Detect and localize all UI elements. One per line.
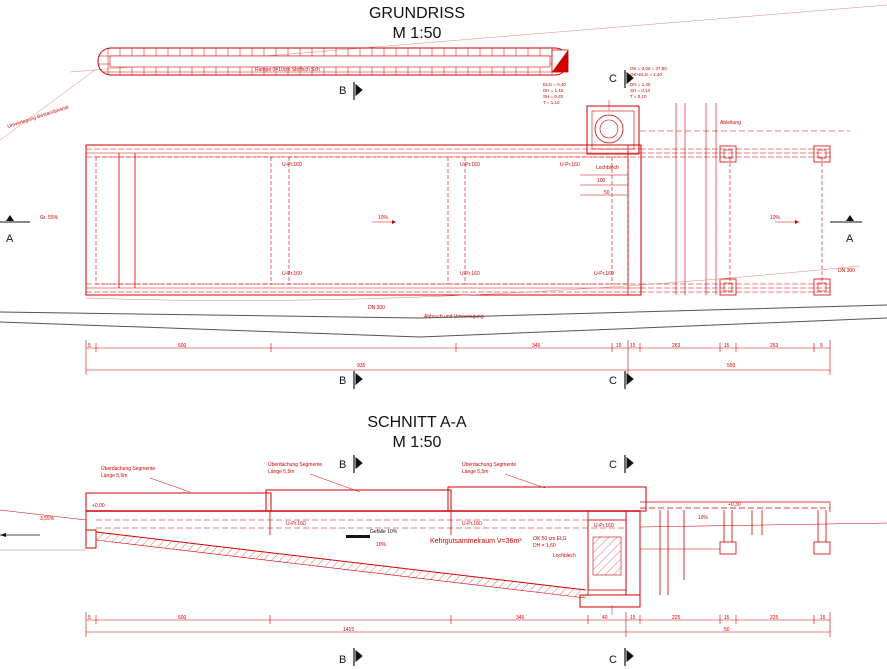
plan-dimensions <box>85 340 831 375</box>
u-label-3: U-Pr.160 <box>560 162 580 168</box>
ramp-element: Rampe 0=10cm Stoffsch Sch <box>97 47 569 76</box>
section-title: SCHNITT A-A <box>367 414 467 431</box>
annot-c1: OK 50 cm ELG <box>533 536 567 542</box>
ableitung-label: Ableitung <box>720 120 741 126</box>
cut-c-bottom: C <box>609 375 617 387</box>
gefaelle-marker <box>346 535 370 538</box>
cover-2a: Überdachung Segmente <box>268 461 322 468</box>
plan-dim-9: 5 <box>820 343 823 349</box>
plan-dim-total-right: 550 <box>727 363 736 369</box>
section-dim-10: 15 <box>820 615 826 621</box>
slope-10-label: 10% <box>376 542 387 548</box>
cut-b-top: B <box>339 85 346 97</box>
cover-1a: Überdachung Segmente <box>101 465 155 472</box>
section-u-1: U-Pr.160 <box>286 521 306 527</box>
roof-segments <box>85 486 831 512</box>
plan-view: Umverlegung Bestandskanal Rampe 0=10cm S… <box>0 4 887 389</box>
section-slope-right: 10% <box>698 515 709 521</box>
ok-right: +0,30 <box>728 502 741 508</box>
plan-right-extension <box>640 103 850 296</box>
gefaelle-label: Gefälle 10% <box>370 529 398 535</box>
ok-left: +0,00 <box>92 503 105 509</box>
umverlegung-label: Umverlegung Bestandskanal <box>7 104 70 129</box>
section-cut-c-top: C <box>609 459 617 471</box>
u-label-1: U-Pr.160 <box>460 162 480 168</box>
annot-right-5: T = 0,10 <box>630 94 647 99</box>
plan-dim-7: 15 <box>724 343 730 349</box>
annot-c2: DH = 1,60 <box>533 543 556 549</box>
plan-dim-8: 263 <box>770 343 779 349</box>
plan-dim-1: 500 <box>178 343 187 349</box>
section-dim-0: 5 <box>88 615 91 621</box>
plan-title: GRUNDRISS <box>368 5 465 22</box>
section-dimensions <box>85 612 831 637</box>
plan-dim-total-left: 935 <box>357 363 366 369</box>
section-dim-6: 15 <box>630 615 636 621</box>
section-dim-9: 225 <box>770 615 779 621</box>
section-marker-a-right: A <box>846 233 854 245</box>
u-label-4: U-Pr.160 <box>282 271 302 277</box>
slope-right-label: 10% <box>770 215 781 221</box>
plan-dim-50: 50 <box>604 190 610 196</box>
dn-label-2: DN 300 <box>368 305 385 311</box>
cut-c-top: C <box>609 73 617 85</box>
slope-left-label: Gr. 55% <box>40 215 59 221</box>
section-cut-b-bottom: B <box>339 654 346 666</box>
section-cut-b-top: B <box>339 459 346 471</box>
section-lochblech: Lochblech <box>553 553 576 559</box>
section-u-2: U-Pr.160 <box>462 521 482 527</box>
slope-mid-1: 10% <box>378 215 389 221</box>
section-dim-3: 345 <box>516 615 525 621</box>
plan-dim-100: 100 <box>597 178 606 184</box>
cover-3b: Länge 5,5m <box>462 469 488 475</box>
section-scale: M 1:50 <box>392 434 442 451</box>
section-dim-4: 40 <box>602 615 608 621</box>
section-dim-7: 225 <box>672 615 681 621</box>
section-cut-c-bottom: C <box>609 654 617 666</box>
section-dim-total-right: 50 <box>724 627 730 633</box>
guide-line <box>0 69 96 141</box>
cover-2b: Länge 5,5m <box>268 469 294 475</box>
annot-right-3: DN = 1,40 <box>630 82 651 87</box>
u-label-2: U-Pr.160 <box>282 162 302 168</box>
shaft <box>580 100 640 196</box>
section-view: Überdachung Segmente Länge 5,5m Überdach… <box>0 455 887 666</box>
cut-markers-plan <box>353 70 634 389</box>
plan-dim-0: 5 <box>88 343 91 349</box>
section-posts <box>639 510 887 595</box>
annot-mid-1: ELG = 0,40 <box>543 82 566 87</box>
annot-mid-4: T = 1,10 <box>543 100 560 105</box>
section-marker-a-left: A <box>6 233 14 245</box>
section-dim-total-left: 1415 <box>343 627 354 633</box>
dn-label: DN 300 <box>838 268 855 274</box>
cover-3a: Überdachung Segmente <box>462 461 516 468</box>
kehricht-label: Kehrgutsammelraum V=36m³ <box>430 538 522 545</box>
lochblech-label: Lochblech <box>596 165 619 171</box>
cut-b-bottom: B <box>339 375 346 387</box>
cover-1b: Länge 5,5m <box>101 473 127 479</box>
u-label-5: U-Pr.160 <box>460 271 480 277</box>
plan-dim-6: 263 <box>672 343 681 349</box>
cut-markers-section <box>353 455 634 666</box>
annot-mid-2: DH = 1,15 <box>543 88 564 93</box>
ramp-label: Rampe 0=10cm Stoffsch Sch <box>255 67 320 73</box>
u-label-6: U-Pr.160 <box>594 271 614 277</box>
section-slope-left: 3,55% <box>40 516 55 522</box>
plan-dim-5: 15 <box>630 343 636 349</box>
plan-scale: M 1:50 <box>392 25 442 42</box>
section-u-3: U-Pr.160 <box>594 523 614 529</box>
plan-dim-3: 345 <box>532 343 541 349</box>
plan-main-box <box>85 144 642 296</box>
plan-dim-4: 15 <box>616 343 622 349</box>
annot-mid-3: SH = 0,20 <box>543 94 564 99</box>
annot-right-2: OK+ELG = 1,40 <box>630 72 663 77</box>
annot-right-4: SH = 0,10 <box>630 88 651 93</box>
annot-right-1: OK = 0,00 = 37,80 <box>630 66 667 71</box>
section-dim-8: 15 <box>724 615 730 621</box>
section-dim-1: 500 <box>178 615 187 621</box>
basin-section <box>85 510 641 615</box>
